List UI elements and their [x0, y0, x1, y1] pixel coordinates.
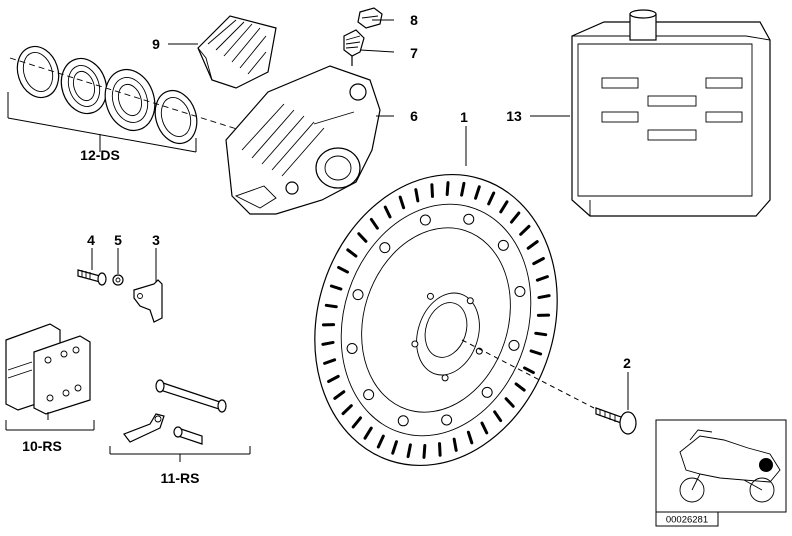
vent-slot: [369, 217, 379, 230]
vent-slot: [357, 232, 368, 243]
mounting-bracket: [133, 279, 163, 323]
disc-bolt-head: [497, 239, 509, 251]
callout-4: 4: [87, 232, 95, 248]
vent-slot: [480, 421, 489, 435]
vent-slot: [537, 294, 551, 300]
callout-3: 3: [152, 232, 160, 248]
vent-slot: [398, 195, 406, 210]
vent-slot: [337, 265, 349, 274]
callout-12-ds: 12-DS: [80, 147, 120, 163]
callout-2: 2: [623, 355, 631, 371]
vent-slot: [532, 256, 545, 266]
vent-slot: [376, 434, 385, 449]
vent-slot: [529, 349, 543, 356]
callout-8: 8: [410, 12, 418, 28]
callout-7: 7: [410, 45, 418, 61]
bracket-11-rs: [109, 446, 251, 455]
vent-slot: [321, 340, 335, 346]
vent-slot: [346, 248, 358, 258]
vent-slot: [534, 331, 548, 337]
brake-fluid-can: [571, 9, 771, 217]
vent-slot: [438, 442, 442, 457]
vent-slot: [493, 410, 503, 423]
disc-mounting-bolts: [346, 213, 526, 427]
vent-slot: [422, 444, 427, 459]
vent-slot: [391, 440, 398, 455]
vent-slot: [383, 205, 392, 219]
vent-slot: [474, 185, 481, 200]
bracket-10-rs: [5, 420, 95, 431]
disc-bolt-head: [508, 339, 520, 351]
disc-vent-slots: [321, 181, 551, 459]
bleeder-cap: [357, 7, 383, 29]
brake-pad-set: [5, 323, 91, 415]
vent-slot: [535, 275, 549, 282]
disc-bolt-head: [397, 415, 409, 427]
vent-slot: [499, 200, 509, 214]
locator-thumbnail: 00026281: [655, 419, 787, 527]
diagram-reference-number: 00026281: [666, 515, 708, 526]
vent-slot: [406, 443, 412, 459]
caliper-cover: [197, 15, 277, 89]
disc-bolt-head: [481, 386, 493, 398]
callout-10-rs: 10-RS: [22, 438, 62, 454]
seal-ring-set: [9, 45, 241, 145]
bleeder-valve: [343, 29, 365, 66]
disc-bolt-head: [463, 213, 475, 225]
vent-slot: [460, 181, 466, 197]
vent-slot: [363, 426, 373, 440]
vent-slot: [323, 358, 337, 365]
vent-slot: [504, 397, 515, 408]
small-screw: [77, 269, 107, 286]
vent-slot: [351, 416, 363, 429]
hub-hole: [466, 297, 474, 305]
callout-11-rs: 11-RS: [161, 470, 200, 486]
vent-slot: [327, 374, 340, 384]
vent-slot: [466, 430, 474, 445]
callout-9: 9: [152, 36, 160, 52]
vent-slot: [452, 437, 458, 452]
vent-slot: [523, 366, 535, 375]
vent-slot: [341, 404, 353, 416]
disc-bolt-head: [441, 414, 453, 426]
callout-1: 1: [460, 109, 468, 125]
brake-caliper: [225, 65, 381, 215]
vent-slot: [519, 224, 531, 236]
hub-hole: [426, 292, 434, 300]
disc-bolt-head: [352, 289, 364, 301]
disc-bolt-head: [419, 214, 431, 226]
leader-lines: [47, 19, 629, 462]
washer: [112, 274, 124, 286]
disc-bolt-head: [514, 286, 526, 298]
callout-13: 13: [506, 108, 522, 124]
vent-slot: [324, 303, 338, 309]
vent-slot: [445, 181, 450, 196]
disc-bolt: [595, 407, 637, 435]
brake-disc: [314, 173, 558, 467]
callout-6: 6: [410, 108, 418, 124]
vent-slot: [414, 188, 420, 203]
bracket-12-ds: [7, 92, 197, 153]
vent-slot: [487, 191, 496, 206]
disc-bolt-head: [379, 242, 391, 254]
vent-slot: [329, 284, 343, 291]
vent-slot: [333, 390, 346, 400]
hub-hole: [441, 374, 449, 382]
vent-slot: [514, 382, 526, 392]
vent-slot: [526, 240, 539, 250]
vent-slot: [509, 211, 521, 224]
vent-slot: [430, 183, 434, 198]
motorcycle-silhouette-icon: [679, 429, 781, 503]
callout-5: 5: [114, 232, 122, 248]
pad-retaining-pins: [123, 379, 227, 445]
disc-bolt-head: [346, 342, 358, 354]
hub-hole: [411, 340, 419, 348]
disc-bolt-head: [363, 389, 375, 401]
